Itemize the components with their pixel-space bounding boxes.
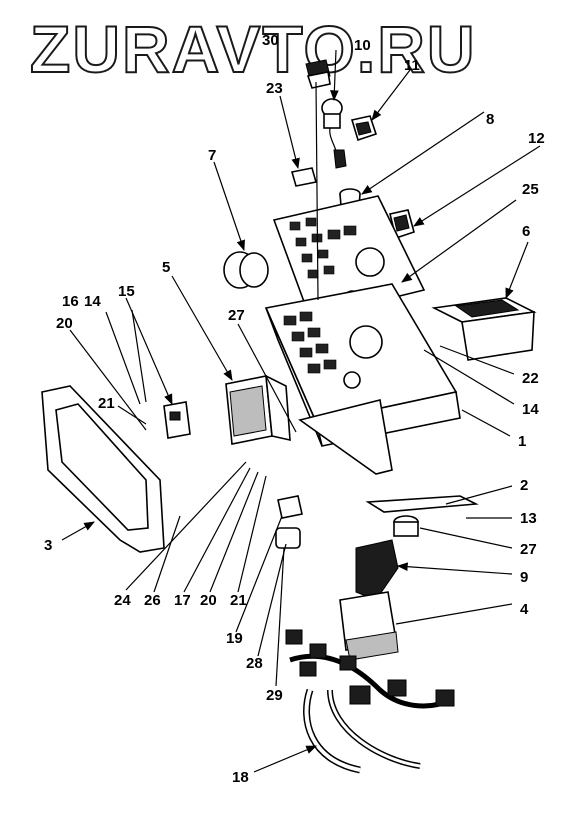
- watermark-text: ZURAVTO.RU: [30, 12, 477, 86]
- part-15-bracket: [163, 401, 191, 439]
- callout-21-bottom: 21: [230, 592, 247, 609]
- part-2-plate: [365, 495, 479, 513]
- callout-30: 30: [262, 32, 279, 49]
- callout-24: 24: [114, 592, 131, 609]
- callout-4: 4: [520, 601, 529, 618]
- callout-29: 29: [266, 687, 283, 704]
- callout-14-right: 14: [522, 401, 539, 418]
- part-9-boot: [355, 539, 399, 601]
- callout-27-top: 27: [228, 307, 245, 324]
- callout-1: 1: [518, 433, 526, 450]
- callout-14-left: 14: [84, 293, 101, 310]
- callout-labels: 30 10 11 23 8 12 7 25 6 5 27 16 14 15 20…: [44, 32, 545, 786]
- part-3-side-cover: [41, 385, 165, 553]
- part-5-relay-block: [225, 374, 291, 445]
- part-23-cap: [290, 167, 318, 187]
- callout-28: 28: [246, 655, 263, 672]
- part-27-ring: [393, 515, 419, 537]
- part-18-harness: [285, 629, 455, 774]
- callout-16: 16: [62, 293, 79, 310]
- callout-12: 12: [528, 130, 545, 147]
- part-28-connector: [275, 527, 301, 549]
- part-4-joystick-base: [339, 591, 399, 661]
- callout-18: 18: [232, 769, 249, 786]
- callout-10: 10: [354, 37, 371, 54]
- callout-8: 8: [486, 111, 494, 128]
- callout-3: 3: [44, 537, 52, 554]
- callout-6: 6: [522, 223, 530, 240]
- part-19-bracket: [277, 495, 303, 519]
- callout-26: 26: [144, 592, 161, 609]
- part-11-switch: [350, 115, 378, 142]
- callout-20-bottom: 20: [200, 592, 217, 609]
- callout-19: 19: [226, 630, 243, 647]
- part-30-switch: [305, 59, 331, 89]
- callout-13: 13: [520, 510, 537, 527]
- part-1-console-body: [264, 283, 461, 475]
- callout-25: 25: [522, 181, 539, 198]
- callout-5: 5: [162, 259, 170, 276]
- callout-9: 9: [520, 569, 528, 586]
- callout-17: 17: [174, 592, 191, 609]
- callout-15: 15: [118, 283, 135, 300]
- callout-21-left: 21: [98, 395, 115, 412]
- callout-22: 22: [522, 370, 539, 387]
- part-6-vent: [431, 297, 537, 361]
- callout-23: 23: [266, 80, 283, 97]
- callout-27-right: 27: [520, 541, 537, 558]
- callout-20-left: 20: [56, 315, 73, 332]
- part-7-buzzer: [223, 251, 269, 289]
- callout-11: 11: [404, 57, 420, 74]
- leader-lines: [61, 49, 541, 773]
- callout-7: 7: [208, 147, 216, 164]
- callout-2: 2: [520, 477, 528, 494]
- part-10-rotary-switch: [321, 98, 347, 169]
